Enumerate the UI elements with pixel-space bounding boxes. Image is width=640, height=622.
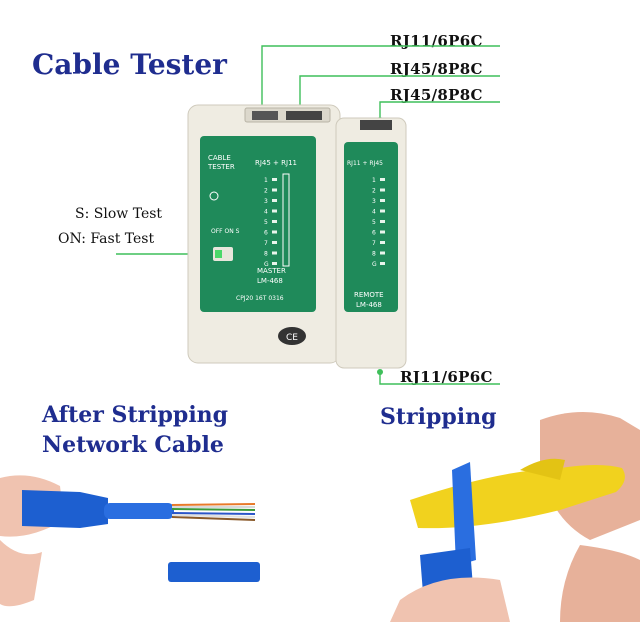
master-led <box>272 220 277 223</box>
master-led <box>272 251 277 255</box>
serial-number: CPJ20 16T 0316 <box>236 295 284 302</box>
master-led <box>272 199 277 202</box>
master-panel <box>200 136 316 312</box>
master-model-line2: LM-468 <box>257 277 283 285</box>
master-led-column: 1 2 3 4 5 6 7 8G <box>264 177 277 268</box>
callout-line-rj11-bottom <box>379 372 500 385</box>
remote-led <box>380 178 385 181</box>
stripped-cable-photo <box>0 475 260 607</box>
after-stripping-line2: Network Cable <box>42 432 224 458</box>
after-stripping-caption: After Stripping Network Cable <box>42 400 228 460</box>
port-label-rj45-remote: RJ45/8P8C <box>390 86 483 104</box>
remote-led <box>380 241 385 244</box>
switch-label: OFF ON S <box>211 228 240 235</box>
master-led <box>272 209 277 213</box>
callout-line-rj11-top <box>261 45 500 112</box>
ce-mark <box>278 327 306 345</box>
master-led-label: 8 <box>264 251 268 258</box>
master-ports-label: RJ45 + RJ11 <box>255 159 297 167</box>
slow-test-label: S: Slow Test <box>75 206 163 222</box>
callout-lines <box>116 45 500 385</box>
port-label-rj11-bottom: RJ11/6P6C <box>400 368 493 386</box>
master-unit: CABLE TESTER RJ45 + RJ11 1 2 3 4 5 6 7 8G OFF O… <box>187 104 341 364</box>
callout-line-rj45-remote <box>379 101 500 120</box>
master-led-label: 1 <box>264 177 268 184</box>
after-stripping-line1: After Stripping <box>42 402 229 428</box>
remote-led-label: 6 <box>372 230 376 237</box>
master-led <box>272 230 277 234</box>
master-led-label: 6 <box>264 230 268 237</box>
master-led-label: 2 <box>264 188 268 195</box>
remote-led <box>380 220 385 223</box>
master-led <box>272 241 277 244</box>
page-title: Cable Tester <box>32 48 227 81</box>
remote-led <box>380 188 385 192</box>
power-led-icon <box>209 191 219 201</box>
rj45-connector <box>22 490 108 528</box>
remote-led <box>380 199 385 202</box>
blue-cable <box>452 462 476 566</box>
remote-led-label: 7 <box>372 240 376 247</box>
remote-model-line2: LM-468 <box>356 301 382 309</box>
remote-led-label: 1 <box>372 177 376 184</box>
remote-led-label: 2 <box>372 188 376 195</box>
stripping-tool-photo <box>390 411 640 622</box>
port-label-rj45-master: RJ45/8P8C <box>390 60 483 78</box>
master-led <box>272 188 277 192</box>
master-led-label: 4 <box>264 209 268 216</box>
remote-model-line1: REMOTE <box>354 291 384 299</box>
stripped-jacket-piece <box>168 562 260 582</box>
master-led-label: G <box>264 261 269 268</box>
remote-led-label: 5 <box>372 219 376 226</box>
callout-line-rj45-master <box>299 75 500 112</box>
remote-led <box>380 230 385 234</box>
remote-ports-label: RJ11 + RJ45 <box>347 160 383 167</box>
master-model-line1: MASTER <box>257 267 286 275</box>
master-label-tester: TESTER <box>207 163 235 171</box>
remote-led <box>380 251 385 255</box>
remote-led <box>380 262 385 265</box>
remote-led <box>380 209 385 213</box>
master-led-label: 5 <box>264 219 268 226</box>
remote-unit: RJ11 + RJ45 1 2 3 4 5 6 7 8G REMOTE LM-468 <box>335 117 407 369</box>
master-led <box>272 262 277 265</box>
stripping-caption: Stripping <box>380 404 497 430</box>
master-led <box>272 178 277 181</box>
master-label-cable: CABLE <box>208 154 231 162</box>
remote-led-label: 3 <box>372 198 376 205</box>
ce-mark-text: CE <box>286 333 298 343</box>
cable-jacket <box>104 503 174 519</box>
remote-led-column: 1 2 3 4 5 6 7 8G <box>372 177 385 268</box>
remote-led-label: 4 <box>372 209 376 216</box>
fast-test-label: ON: Fast Test <box>58 231 155 247</box>
master-led-label: 7 <box>264 240 268 247</box>
master-led-label: 3 <box>264 198 268 205</box>
remote-panel <box>344 142 398 312</box>
remote-led-label: G <box>372 261 377 268</box>
remote-led-label: 8 <box>372 251 376 258</box>
